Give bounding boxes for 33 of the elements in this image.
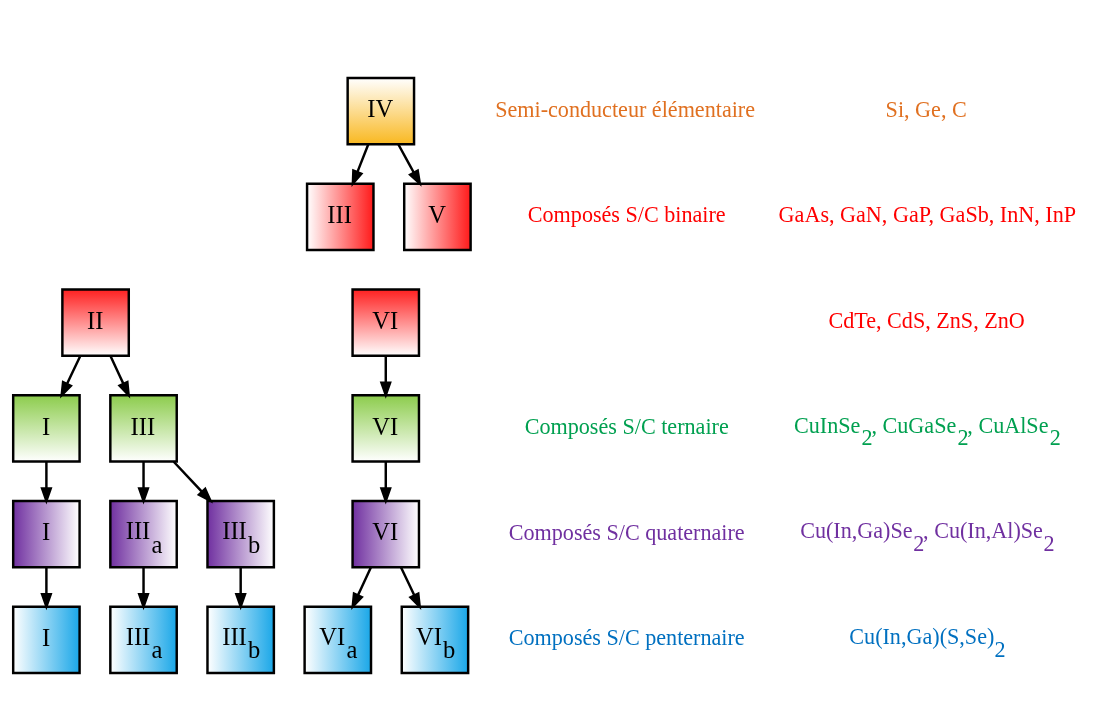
arrow	[40, 461, 53, 505]
arrow	[397, 143, 422, 187]
arrow	[399, 566, 422, 610]
node-box: I	[11, 604, 81, 674]
arrow	[40, 567, 53, 610]
arrow	[137, 461, 150, 505]
node-box: VI	[351, 393, 421, 463]
arrow	[351, 143, 370, 187]
node-box: II	[61, 287, 130, 357]
arrow	[379, 355, 392, 399]
arrow	[137, 567, 150, 610]
node-box: IV	[346, 76, 416, 146]
node-box: VI	[351, 287, 421, 357]
label: CdTe, CdS, ZnS, ZnO	[828, 307, 1025, 333]
arrow	[172, 460, 214, 504]
node-box: VI	[351, 499, 421, 569]
arrow	[379, 461, 392, 505]
label: GaAs, GaN, GaP, GaSb, InN, InP	[778, 201, 1077, 227]
node-box: I	[11, 393, 81, 463]
arrow	[109, 354, 131, 398]
label: Si, Ge, C	[885, 96, 967, 122]
node-box: III	[109, 393, 178, 463]
node-box: V	[402, 181, 472, 251]
label: Composés S/C quaternaire	[508, 519, 745, 545]
arrow	[351, 566, 372, 610]
label: Composés S/C penternaire	[508, 624, 745, 650]
label: Composés S/C ternaire	[524, 413, 729, 439]
node-box: III	[305, 181, 375, 251]
label: Composés S/C binaire	[527, 201, 726, 227]
arrow	[234, 567, 247, 610]
label: Semi-conducteur élémentaire	[495, 96, 756, 122]
node-box: I	[11, 499, 81, 569]
arrow	[60, 354, 82, 398]
